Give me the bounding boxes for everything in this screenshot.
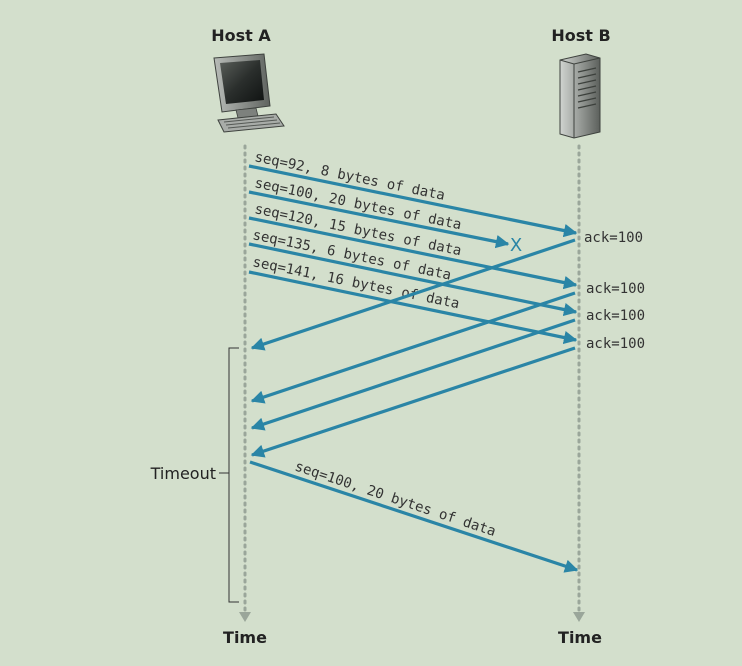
data-segments <box>248 164 578 345</box>
segment-arrow-seq-135 <box>248 242 578 317</box>
ack-label-1: ack=100 <box>584 230 643 246</box>
retransmission-arrow <box>249 460 579 573</box>
ack-label-2: ack=100 <box>586 281 645 297</box>
retransmission-label: seq=100, 20 bytes of data <box>293 459 498 540</box>
host-a-label: Host A <box>211 26 271 45</box>
ack-arrow-4 <box>250 346 576 458</box>
ack-arrows <box>250 238 576 458</box>
ack-arrow-1 <box>250 238 576 351</box>
ack-label-3: ack=100 <box>586 308 645 324</box>
host-b-timeline-arrowhead <box>573 612 585 622</box>
ack-label-4: ack=100 <box>586 336 645 352</box>
host-a-timeline-arrowhead <box>239 612 251 622</box>
segment-arrow-seq-92 <box>248 164 578 238</box>
host-b-label: Host B <box>551 26 610 45</box>
segment-arrow-seq-120 <box>248 216 578 290</box>
segment-loss-marker: X <box>510 235 522 256</box>
host-a-time-label: Time <box>223 628 267 647</box>
ack-arrow-3 <box>250 318 576 431</box>
ack-arrow-2 <box>250 291 576 404</box>
desktop-computer-icon <box>213 53 285 133</box>
server-icon <box>559 53 601 139</box>
host-b-time-label: Time <box>558 628 602 647</box>
segment-arrow-seq-141 <box>248 270 578 345</box>
timeout-label: Timeout <box>150 464 216 483</box>
timeout-bracket <box>228 347 239 603</box>
segment-arrow-seq-100-lost <box>248 190 510 249</box>
